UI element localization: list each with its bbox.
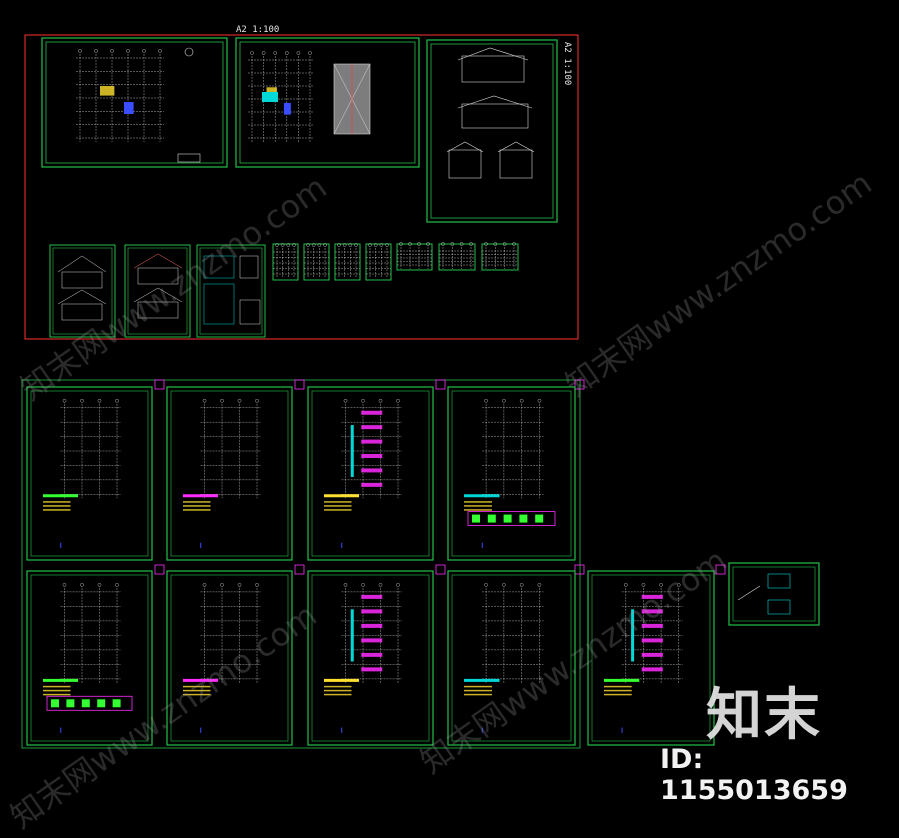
structural-sheet-9[interactable] bbox=[587, 570, 715, 746]
sheet-small-4[interactable] bbox=[365, 243, 392, 281]
structural-sheet-2[interactable] bbox=[166, 386, 293, 561]
sheet-details-1[interactable] bbox=[196, 244, 266, 338]
structural-sheet-7[interactable] bbox=[307, 570, 434, 746]
scale-label-vertical: A2 1:100 bbox=[562, 42, 572, 86]
sheet-elevations[interactable] bbox=[426, 39, 558, 223]
sheet-floor-plan-1[interactable] bbox=[41, 37, 228, 168]
sheet-section-1[interactable] bbox=[49, 244, 116, 338]
sheet-floor-plan-2[interactable] bbox=[235, 37, 420, 168]
sheet-small-5[interactable] bbox=[396, 242, 433, 271]
sheet-small-1[interactable] bbox=[272, 243, 299, 281]
sheet-small-2[interactable] bbox=[303, 243, 330, 281]
watermark-logo: 知末 bbox=[706, 683, 822, 748]
sheet-extra-detail[interactable] bbox=[728, 562, 820, 626]
structural-sheet-5[interactable] bbox=[26, 570, 153, 746]
architectural-set-frame bbox=[24, 34, 579, 340]
structural-sheet-8[interactable] bbox=[447, 570, 576, 746]
structural-set bbox=[21, 379, 820, 749]
scale-label: A2 1:100 bbox=[236, 25, 280, 35]
structural-sheet-1[interactable] bbox=[26, 386, 153, 561]
structural-sheet-3[interactable] bbox=[307, 386, 434, 561]
sheet-small-3[interactable] bbox=[334, 243, 361, 281]
sheet-small-7[interactable] bbox=[481, 242, 519, 271]
sheet-small-6[interactable] bbox=[438, 242, 476, 271]
sheet-section-2[interactable] bbox=[124, 244, 191, 338]
structural-sheet-4[interactable] bbox=[447, 386, 576, 561]
structural-sheet-6[interactable] bbox=[166, 570, 293, 746]
cad-drawing-canvas bbox=[21, 34, 820, 749]
watermark-id: ID: 1155013659 bbox=[660, 744, 848, 806]
